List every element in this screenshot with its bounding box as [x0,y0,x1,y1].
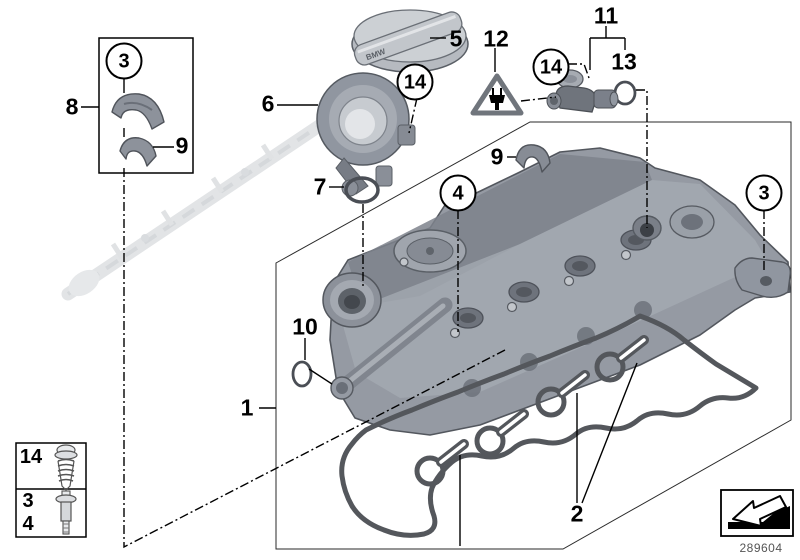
direction-arrow-box [720,489,794,537]
callout-circled-4: 4 [439,174,477,212]
callout-12: 12 [483,25,509,52]
callout-circled-3-right: 3 [745,174,783,212]
callout-1: 1 [240,394,254,421]
callout-9-box: 9 [175,132,189,159]
screw-box [15,442,87,538]
clamp-9-box [119,137,157,167]
o-ring-10 [291,360,313,388]
callout-6: 6 [261,90,275,117]
clamp-8 [111,93,165,130]
callout-7: 7 [313,173,327,200]
oil-cap: BMW [351,9,469,73]
o-ring-7 [344,176,380,204]
callout-circled-14-cap: 14 [396,63,434,101]
screw-14 [54,444,78,491]
spark-plug-gaskets [414,335,649,487]
warning-triangle-icon [470,73,524,116]
ghost-camshaft [61,117,329,301]
callout-8: 8 [65,93,79,120]
phantom-box-outline [275,121,792,550]
clamp-9-cover [515,144,551,173]
oil-separator [316,72,416,197]
callout-11: 11 [593,2,619,29]
screwbox-label-3: 3 [22,490,34,512]
callout-circled-3-box: 3 [105,42,143,80]
callout-13: 13 [611,48,637,75]
viewing-direction-arrow-icon [728,495,790,529]
perimeter-gasket [339,313,759,538]
callout-10: 10 [292,313,318,340]
parts-box [98,37,194,174]
camshaft-sensor [546,69,619,113]
bolt-3-4 [55,490,77,535]
callout-circled-14-sensor: 14 [532,48,570,86]
screwbox-label-14: 14 [19,446,43,468]
drawing-number: 289604 [739,541,783,555]
callout-5: 5 [449,25,463,52]
callout-2: 2 [570,500,584,527]
valve-cover [322,147,792,436]
leader-lines [81,26,765,549]
callout-9-cover: 9 [490,143,504,170]
screwbox-label-4: 4 [22,513,34,535]
